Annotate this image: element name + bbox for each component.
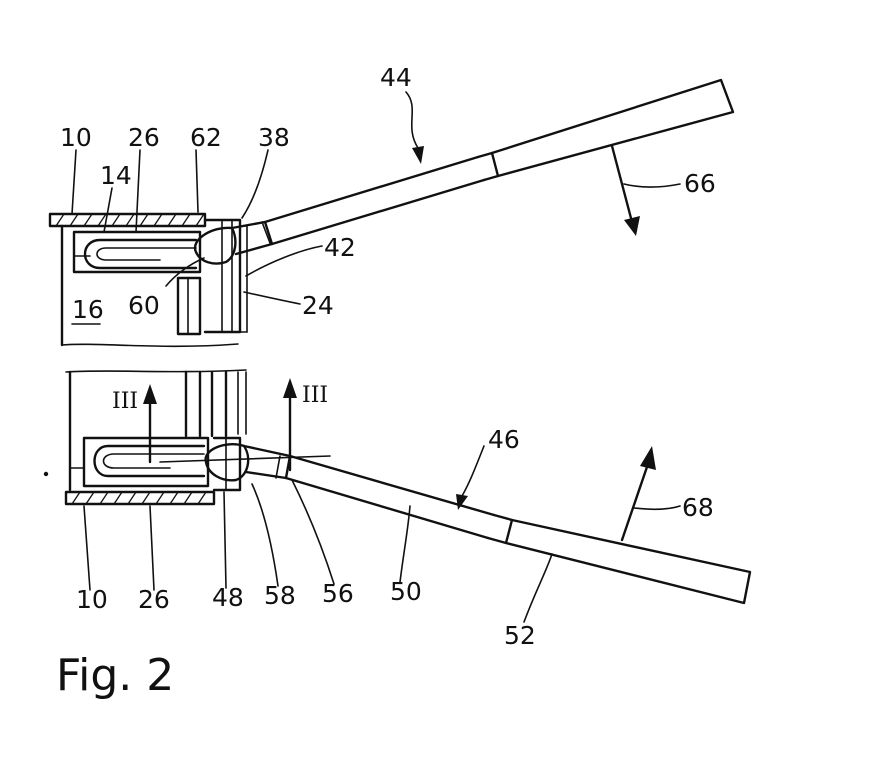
figure-caption: Fig. 2 — [56, 650, 174, 701]
label-58: 58 — [264, 581, 296, 610]
label-10-top: 10 — [60, 123, 92, 152]
label-52: 52 — [504, 621, 536, 650]
label-46: 46 — [488, 425, 520, 454]
label-III-left: III — [112, 389, 138, 414]
label-26-bottom: 26 — [138, 585, 170, 614]
label-66: 66 — [684, 169, 716, 198]
lower-housing — [66, 370, 246, 504]
label-56: 56 — [322, 579, 354, 608]
label-16: 16 — [72, 295, 104, 324]
label-68: 68 — [682, 493, 714, 522]
leader-lines — [44, 92, 680, 622]
label-24: 24 — [302, 291, 334, 320]
label-III-right: III — [302, 383, 328, 408]
label-42: 42 — [324, 233, 356, 262]
upper-plug — [195, 80, 733, 264]
lower-hatching — [72, 492, 206, 504]
label-26-top: 26 — [128, 123, 160, 152]
label-10-bottom: 10 — [76, 585, 108, 614]
reference-labels: 44 10 26 62 38 14 66 42 60 16 24 III III… — [56, 63, 716, 701]
label-50: 50 — [390, 577, 422, 606]
label-38: 38 — [258, 123, 290, 152]
label-62: 62 — [190, 123, 222, 152]
label-44: 44 — [380, 63, 412, 92]
lower-plug — [160, 444, 750, 603]
label-48: 48 — [212, 583, 244, 612]
upper-hatching — [56, 214, 204, 226]
upper-housing — [50, 214, 247, 346]
label-14: 14 — [100, 161, 132, 190]
label-60: 60 — [128, 291, 160, 320]
